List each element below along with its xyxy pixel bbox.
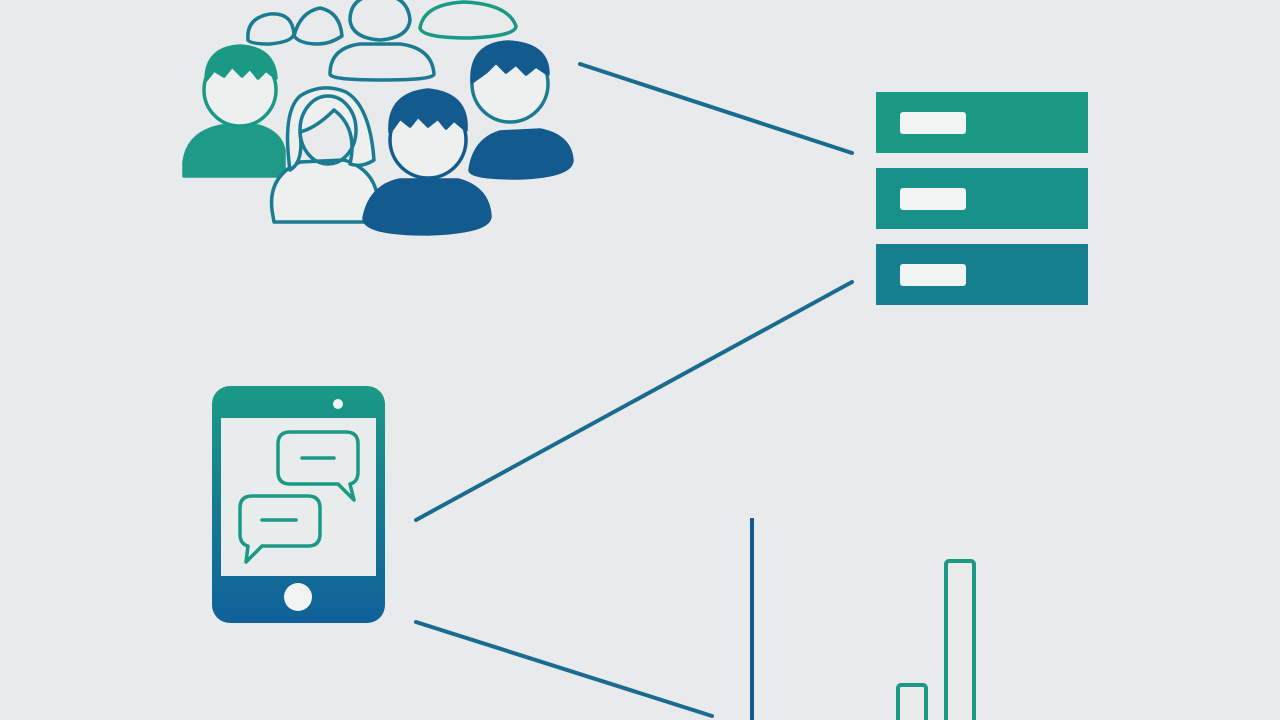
- connector-phone-server: [414, 280, 854, 522]
- chart-bar-short: [896, 683, 928, 720]
- phone-camera: [333, 399, 343, 409]
- person-woman: [269, 86, 380, 224]
- person-back-2: [328, 0, 436, 82]
- server-unit-1-slot: [900, 112, 966, 134]
- people-group-icon: [182, 0, 574, 236]
- bar-chart-icon: [750, 518, 976, 720]
- person-man: [362, 88, 492, 236]
- connectors: [414, 62, 854, 718]
- person-back-3: [418, 0, 518, 40]
- server-unit-2-slot: [900, 188, 966, 210]
- person-right: [468, 40, 574, 180]
- person-back-1: [246, 6, 344, 46]
- connector-people-server: [578, 62, 854, 155]
- chat-bubble-icon: [238, 494, 322, 564]
- chart-bar-tall: [944, 559, 976, 720]
- server-stack-icon: [876, 92, 1088, 305]
- connector-phone-chart: [414, 620, 714, 718]
- chat-bubble-icon: [276, 430, 360, 502]
- server-unit-3-slot: [900, 264, 966, 286]
- person-left: [182, 44, 286, 178]
- smartphone-chat-icon: [212, 386, 385, 623]
- phone-home-button: [284, 583, 312, 611]
